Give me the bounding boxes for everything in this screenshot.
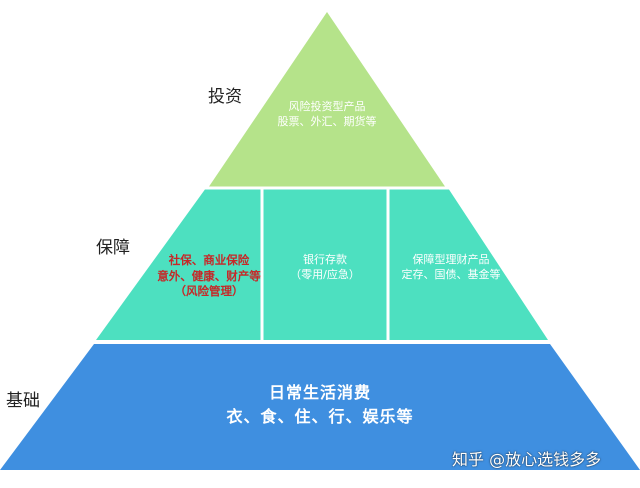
- protect-left-line2: 意外、健康、财产等: [157, 268, 261, 283]
- label-invest: 投资: [208, 87, 242, 107]
- label-protect: 保障: [96, 238, 130, 258]
- label-base: 基础: [6, 391, 40, 411]
- protect-middle-line1: 银行存款: [303, 253, 347, 266]
- protect-right-line1: 保障型理财产品: [412, 253, 490, 266]
- tier-invest-shape: [208, 12, 446, 188]
- base-line1: 日常生活消费: [268, 383, 371, 402]
- protect-right-text: 保障型理财产品 定存、国债、基金等: [388, 253, 514, 283]
- invest-line2: 股票、外汇、期货等: [277, 114, 377, 128]
- tier-base-shape: [0, 344, 640, 470]
- tier-protect-shape: [96, 188, 548, 340]
- protect-left-line3: （风险管理）: [174, 284, 244, 299]
- protect-middle-line2: （零用/应急）: [290, 267, 360, 281]
- protect-middle-text: 银行存款 （零用/应急）: [262, 253, 388, 283]
- invest-text: 风险投资型产品 股票、外汇、期货等: [250, 100, 404, 130]
- invest-line1: 风险投资型产品: [288, 100, 366, 113]
- protect-left-text: 社保、商业保险 意外、健康、财产等 （风险管理）: [150, 253, 268, 300]
- base-line2: 衣、食、住、行、娱乐等: [226, 407, 414, 426]
- protect-left-line1: 社保、商业保险: [168, 253, 250, 267]
- base-text: 日常生活消费 衣、食、住、行、娱乐等: [170, 381, 470, 429]
- watermark: 知乎 @放心选钱多多: [452, 450, 602, 469]
- protect-right-line2: 定存、国债、基金等: [401, 267, 501, 281]
